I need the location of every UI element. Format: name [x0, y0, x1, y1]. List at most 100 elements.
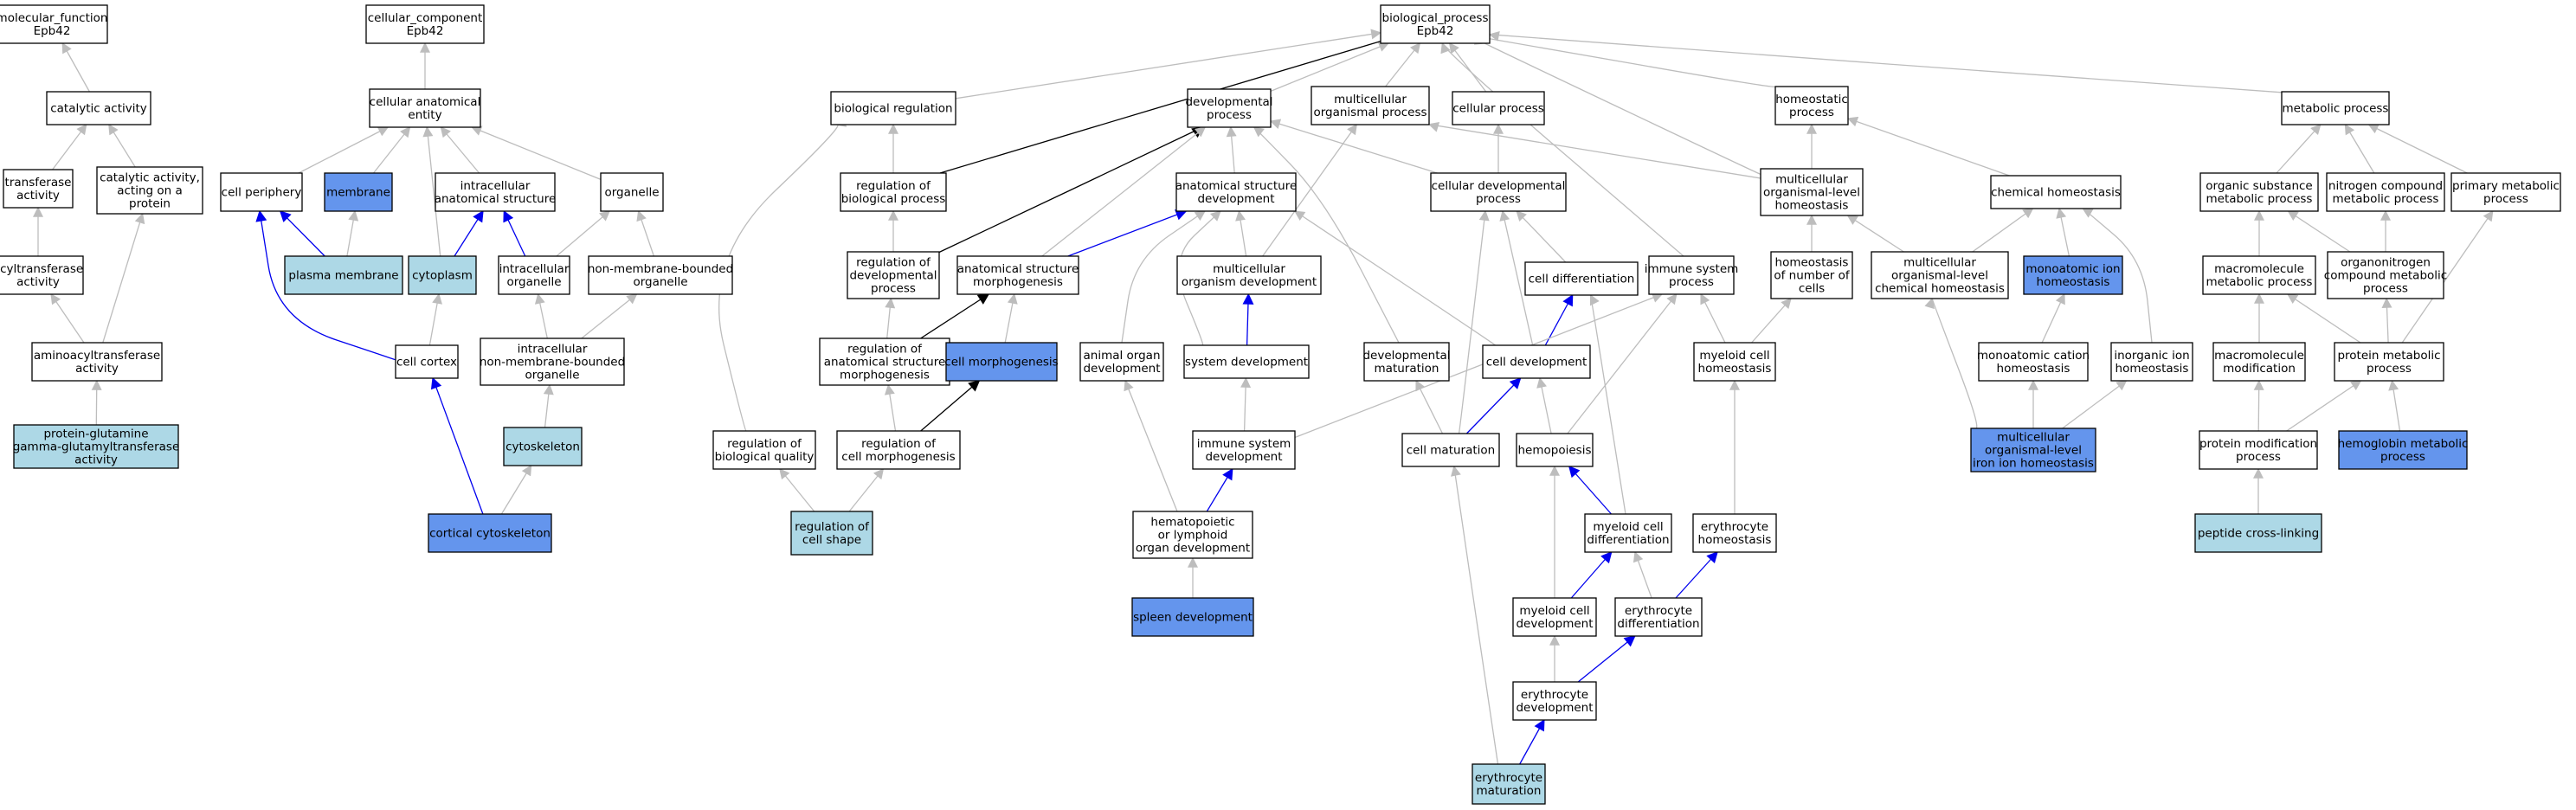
node-label: activity: [74, 453, 118, 467]
edge-mloiih-iih: [2062, 380, 2128, 429]
node-label: cells: [1799, 282, 1825, 296]
node-cmat[interactable]: cell maturation: [1401, 433, 1500, 467]
node-label: protein metabolic: [2337, 349, 2440, 363]
node-ccsk[interactable]: cortical cytoskeleton: [428, 513, 552, 553]
edge-ncmp-metp: [2344, 123, 2375, 174]
node-label: organismal process: [1313, 106, 1426, 119]
node-inmbo[interactable]: intracellularnon-membrane-boundedorganel…: [480, 338, 625, 386]
edge-isd-isp: [1294, 292, 1664, 439]
node-spleen[interactable]: spleen development: [1131, 597, 1254, 637]
node-chemh[interactable]: chemical homeostasis: [1990, 175, 2122, 209]
node-label: erythrocyte: [1701, 520, 1768, 534]
node-label: process: [1207, 108, 1252, 122]
edge-rasm-asm: [920, 293, 990, 339]
node-ccortex[interactable]: cell cortex: [395, 344, 459, 379]
node-label: immune system: [1645, 262, 1739, 276]
node-hemop[interactable]: hemopoiesis: [1516, 433, 1594, 467]
node-label: cellular process: [1452, 102, 1544, 116]
node-catact[interactable]: catalytic activity: [46, 91, 151, 125]
edge-protmp-mmp: [2287, 293, 2361, 344]
edge-sysdev-mod: [1242, 292, 1254, 346]
node-cytosk[interactable]: cytoskeleton: [503, 427, 583, 466]
node-box: [13, 424, 179, 469]
node-label: hematopoietic: [1150, 516, 1234, 530]
node-pqg[interactable]: protein-glutaminegamma-glutamyltransfera…: [13, 424, 180, 469]
node-cperiph[interactable]: cell periphery: [220, 172, 303, 212]
node-celldev[interactable]: cell development: [1482, 344, 1591, 379]
node-breg[interactable]: biological regulation: [830, 91, 956, 125]
edge-pmp-metp: [2367, 124, 2468, 174]
node-cmorph[interactable]: cell morphogenesis: [944, 342, 1059, 382]
node-cellp[interactable]: cellular process: [1452, 91, 1545, 125]
node-box: [365, 4, 485, 44]
node-organelle[interactable]: organelle: [600, 172, 664, 212]
node-box: [3, 169, 74, 209]
node-membrane[interactable]: membrane: [324, 172, 393, 212]
node-box: [847, 251, 940, 299]
node-sysdev[interactable]: system development: [1183, 344, 1310, 379]
node-label: intracellular: [518, 343, 588, 357]
node-pmem[interactable]: plasma membrane: [284, 255, 403, 295]
node-cyto[interactable]: cytoplasm: [408, 255, 477, 295]
node-box: [480, 338, 625, 386]
node-label: organismal-level: [1985, 444, 2082, 458]
node-box: [2212, 342, 2306, 382]
node-metp[interactable]: metabolic process: [2281, 91, 2390, 125]
node-cdiff[interactable]: cell differentiation: [1524, 261, 1639, 296]
node-label: cell morphogenesis: [944, 356, 1058, 370]
node-pcl[interactable]: peptide cross-linking: [2194, 513, 2322, 553]
